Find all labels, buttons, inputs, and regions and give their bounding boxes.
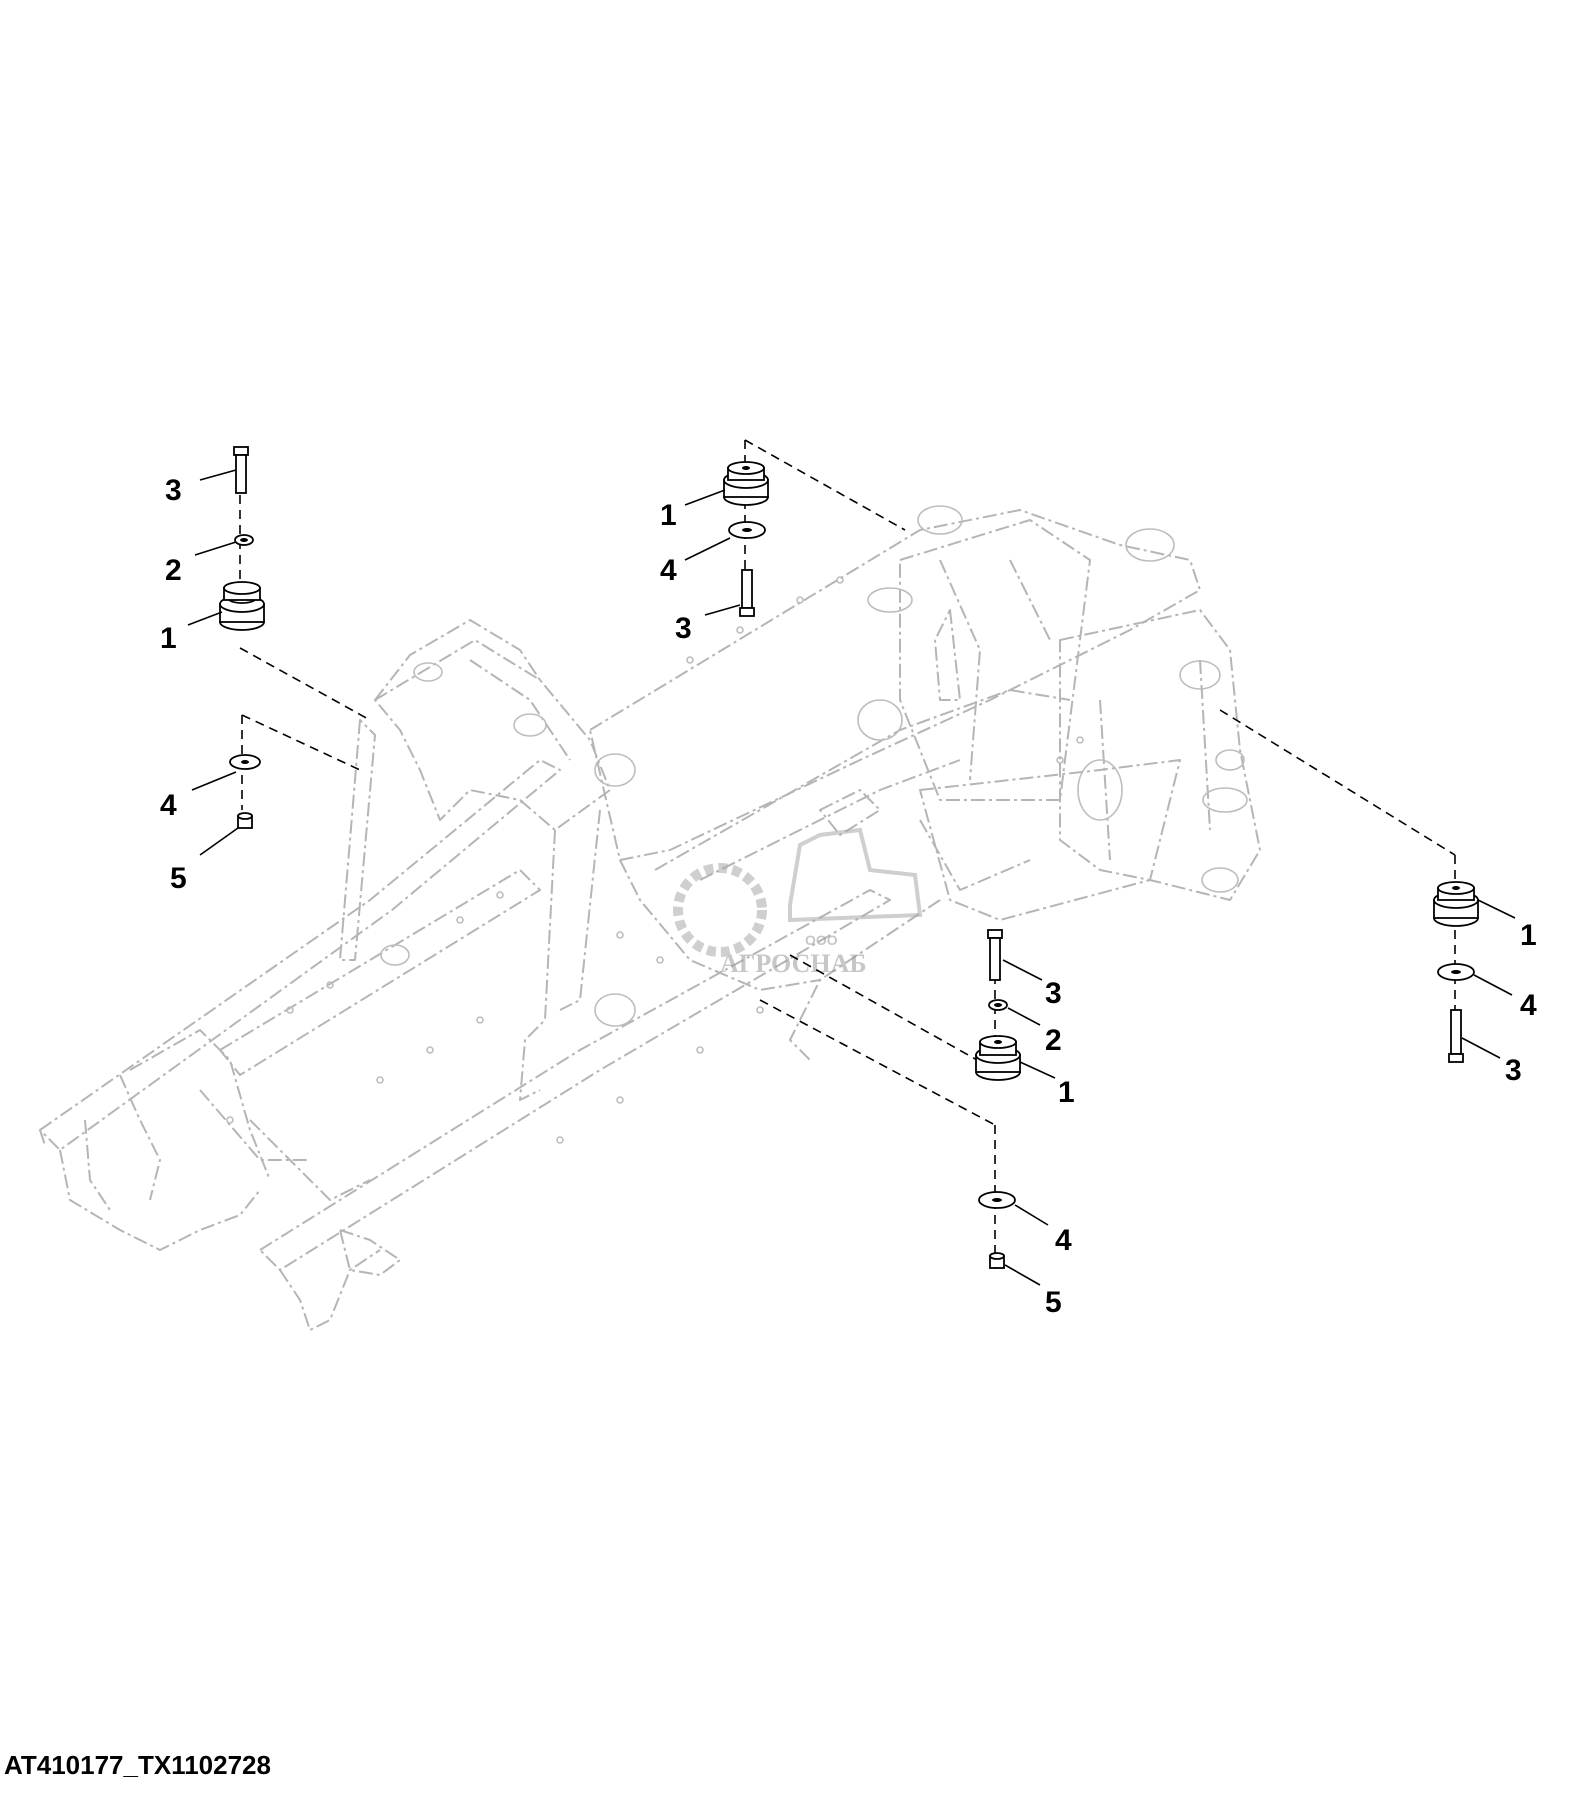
mount-group-left-lower: 4 5	[160, 714, 361, 895]
isolator-mount-icon	[723, 461, 769, 506]
callout-bolt: 3	[1505, 1054, 1522, 1087]
callout-washer: 2	[1045, 1024, 1062, 1057]
callout-washer: 4	[1055, 1224, 1072, 1257]
mount-group-far-right: 1 4 3	[1219, 709, 1537, 1087]
callout-washer: 4	[1520, 989, 1537, 1022]
mount-group-top-center: 1 4 3	[660, 439, 906, 645]
watermark-company-form: ООО	[805, 932, 838, 948]
mount-group-upper-left: 3 2 1	[160, 446, 371, 721]
callout-bolt: 3	[165, 474, 182, 507]
bolt-icon	[1448, 1009, 1464, 1063]
callout-washer: 4	[660, 554, 677, 587]
watermark-company-name: АГРОСНАБ	[720, 949, 867, 978]
callout-isolator: 1	[1058, 1076, 1075, 1109]
callout-nut: 5	[1045, 1286, 1062, 1319]
callout-washer: 4	[160, 789, 177, 822]
bolt-icon	[739, 569, 755, 617]
callout-nut: 5	[170, 862, 187, 895]
mount-group-center-right: 3 2 1	[789, 929, 1075, 1109]
nut-icon	[989, 1252, 1005, 1269]
callout-isolator: 1	[1520, 919, 1537, 952]
mount-group-center-right-lower: 4 5	[759, 999, 1072, 1319]
nut-icon	[237, 812, 253, 829]
callout-isolator: 1	[160, 622, 177, 655]
figure-id-label: AT410177_TX1102728	[4, 1750, 271, 1780]
bolt-icon	[987, 929, 1003, 981]
bolt-icon	[233, 446, 249, 494]
isolator-mount-icon	[219, 581, 265, 631]
callout-isolator: 1	[660, 499, 677, 532]
isolator-mount-icon	[1433, 881, 1479, 927]
frame-holes	[226, 576, 1084, 1144]
company-watermark: ООО АГРОСНАБ	[673, 827, 923, 978]
callout-washer: 2	[165, 554, 182, 587]
callout-bolt: 3	[675, 612, 692, 645]
chassis-frame-drawing	[39, 505, 1261, 1331]
callout-bolt: 3	[1045, 977, 1062, 1010]
isolator-mount-icon	[975, 1035, 1021, 1081]
